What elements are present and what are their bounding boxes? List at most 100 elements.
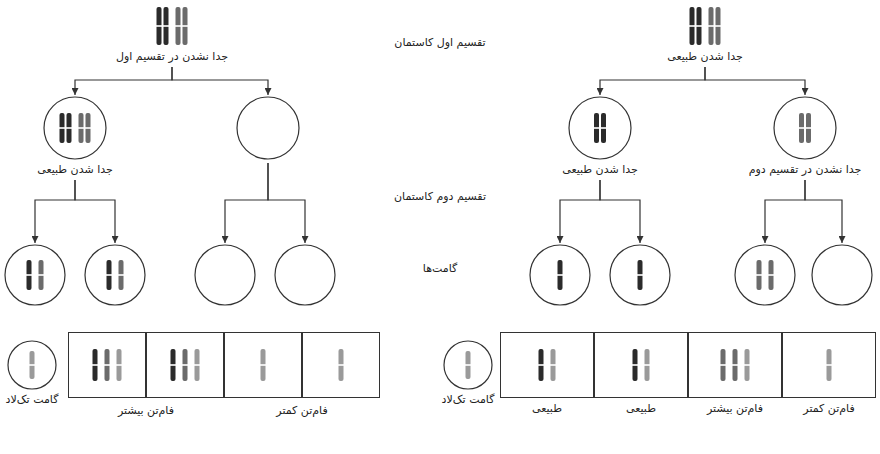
centromere [756,274,762,276]
cell-outline [236,96,300,160]
centromere [194,364,200,366]
centromere [557,274,563,276]
cell-membrane [610,245,670,305]
cell-membrane [774,97,836,159]
chromatid [79,113,84,143]
centromere [601,127,607,129]
chromatid [261,349,266,381]
chromatid [119,260,124,290]
centromere [156,25,162,27]
chromosome-set [720,349,750,381]
chromatid [195,349,200,381]
stage-label: گامت‌ها [421,262,459,276]
cell-outline [4,244,66,306]
cell-membrane [85,245,145,305]
chromatid [157,7,162,45]
division-arrow [225,163,268,243]
chromatid [27,260,32,290]
chromatid [594,113,599,143]
centromere [106,274,112,276]
chromosome-set [538,349,556,381]
chromosome-set [557,260,563,290]
chromosome-set [92,349,122,381]
chromosome-set [106,260,124,290]
division-arrow [765,180,805,243]
centromere [26,274,32,276]
zygote-box: فام‌تن بیشتر [688,332,782,398]
cell-outline [609,244,671,306]
chromosome-set [799,113,812,143]
chromatid [558,260,563,290]
chromatid [769,260,774,290]
cell-outline [529,244,591,306]
chromatid [690,7,695,45]
cell-membrane [195,245,255,305]
chromatid [745,349,750,381]
chromosome-pair: جدا شدن طبیعی [680,5,730,47]
centromere [92,364,98,366]
chromatid [30,351,35,379]
division-arrow [705,67,805,95]
chromatid [733,349,738,381]
chromatid [105,349,110,381]
centromere [538,364,544,366]
node-caption: فام‌تن کمتر [801,402,856,416]
centromere [768,274,774,276]
chromatid [171,349,176,381]
cell-membrane [5,245,65,305]
cell-outline [811,244,873,306]
chromatid [183,349,188,381]
centromere [465,364,471,366]
division-arrow [805,180,842,243]
chromosome-set [29,351,35,379]
chromatid [539,349,544,381]
centromere [182,364,188,366]
centromere [85,127,91,129]
chromatid [757,260,762,290]
node-caption: جدا نشدن در تقسیم دوم [747,163,864,177]
chromosome-set [632,349,650,381]
chromatid [164,7,169,45]
chromatid [93,349,98,381]
cell-circle: گامت تک‌لاد [7,340,57,390]
cell-membrane [812,245,872,305]
node-caption: فام‌تن بیشتر [705,402,765,416]
cell-membrane [444,341,492,389]
centromere [78,127,84,129]
chromosome-set [689,7,721,45]
centromere [116,364,122,366]
node-caption: جدا شدن طبیعی [560,163,640,177]
centromere [66,127,72,129]
centromere [644,364,650,366]
cell-membrane [8,341,56,389]
chromatid [86,113,91,143]
node-caption: گامت تک‌لاد [4,393,61,407]
centromere [826,364,832,366]
node-caption: جدا شدن طبیعی [665,50,745,64]
chromatid [806,113,811,143]
cell-circle [84,244,146,306]
chromatid [67,113,72,143]
cell-outline [43,96,107,160]
centromere [594,127,600,129]
centromere [182,25,188,27]
cell-membrane [44,97,106,159]
chromatid [339,349,344,381]
chromosome-set [826,349,832,381]
cell-circle [4,244,66,306]
chromatid [638,260,643,290]
division-arrow [560,180,600,243]
cell-circle [236,96,300,160]
centromere [59,127,65,129]
stage-label: فام‌تن کمتر [274,404,329,418]
centromere [696,25,702,27]
chromosome-set [594,113,607,143]
chromatid [176,7,181,45]
cell-membrane [569,97,631,159]
centromere [118,274,124,276]
centromere [715,25,721,27]
zygote-box [302,332,380,398]
cell-membrane [530,245,590,305]
cell-circle: جدا شدن طبیعی [43,96,107,160]
